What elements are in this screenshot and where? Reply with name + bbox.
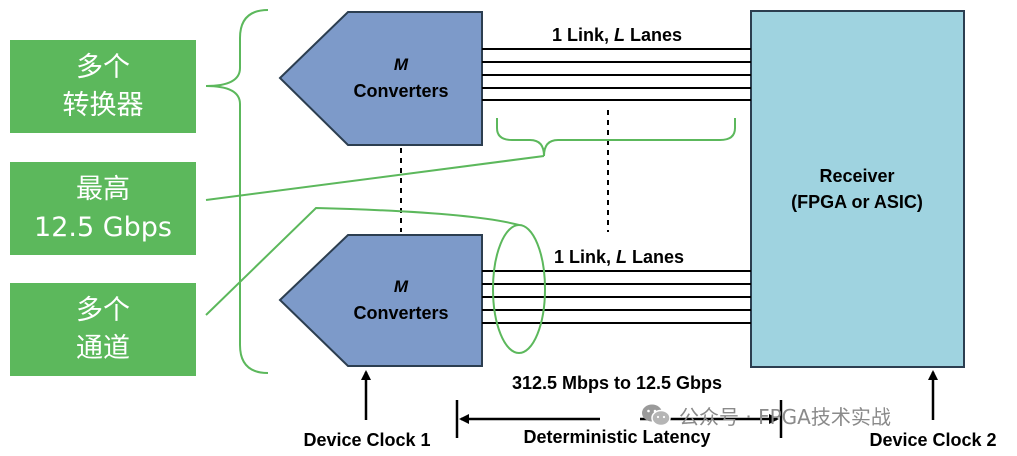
watermark: 公众号 · FPGA技术实战 xyxy=(641,400,891,430)
rate-label: 312.5 Mbps to 12.5 Gbps xyxy=(512,373,722,393)
clock1-label: Device Clock 1 xyxy=(303,430,430,450)
lanes-bottom xyxy=(482,270,751,324)
leader-max-rate xyxy=(205,155,545,201)
callout-max-rate: 最高 12.5 Gbps xyxy=(10,162,196,255)
callout-multiple-lanes: 多个 通道 xyxy=(10,283,196,376)
latency-label: Deterministic Latency xyxy=(523,427,710,447)
converter-top-m: M xyxy=(394,55,409,74)
group-brace xyxy=(205,9,269,374)
watermark-text: 公众号 · FPGA技术实战 xyxy=(679,404,891,429)
converter-bottom-label: Converters xyxy=(353,303,448,323)
converter-top-label: Converters xyxy=(353,81,448,101)
receiver-sublabel: (FPGA or ASIC) xyxy=(791,192,923,212)
lanes-ellipse xyxy=(492,224,546,354)
converter-top xyxy=(278,11,483,146)
link-top-label: 1 Link, L Lanes xyxy=(552,25,682,45)
converter-bottom-m: M xyxy=(394,277,409,296)
lane-brace xyxy=(496,118,736,157)
converter-bottom xyxy=(278,234,483,367)
link-bottom-label: 1 Link, L Lanes xyxy=(554,247,684,267)
wechat-icon xyxy=(641,402,671,428)
lanes-top xyxy=(482,48,751,101)
receiver-label: Receiver xyxy=(819,166,894,186)
leader-multiple-lanes xyxy=(205,206,520,316)
callout-multiple-converters: 多个 转换器 xyxy=(10,40,196,133)
receiver-box xyxy=(750,10,965,368)
clock2-label: Device Clock 2 xyxy=(869,430,996,450)
